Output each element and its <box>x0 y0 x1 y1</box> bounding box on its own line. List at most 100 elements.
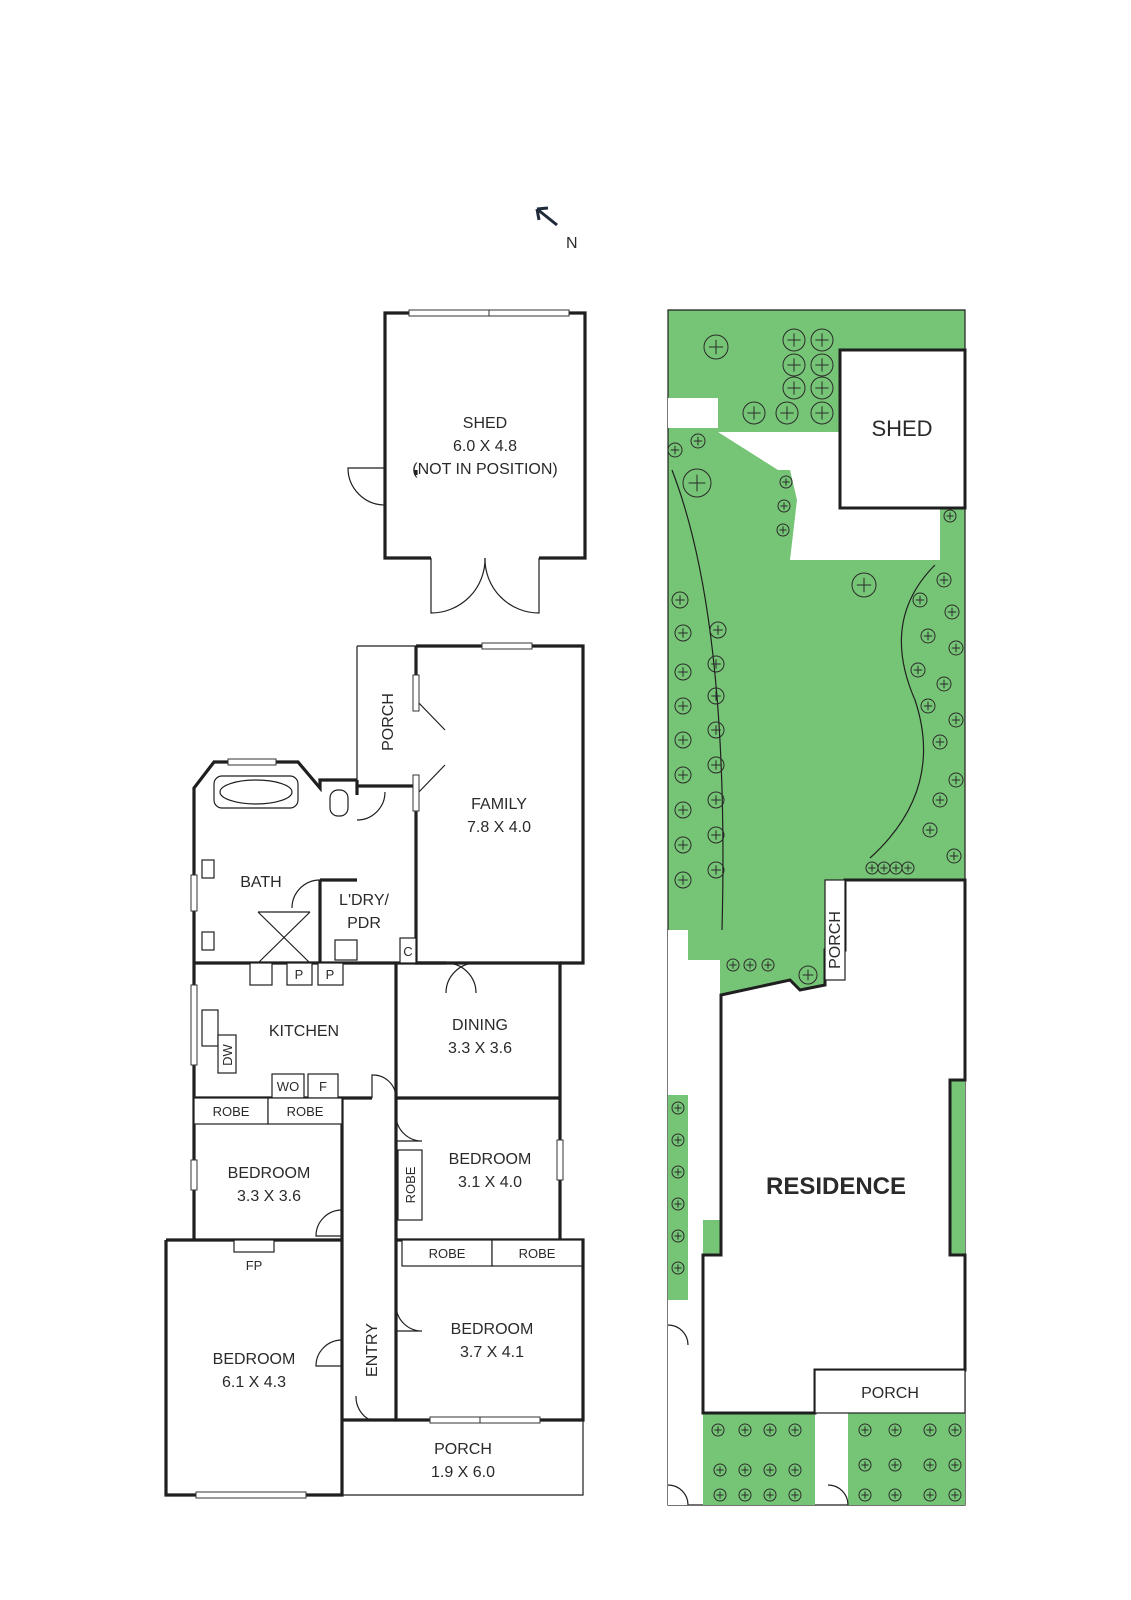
tree-icon <box>703 334 729 360</box>
tree-icon <box>674 1136 682 1144</box>
tree-icon <box>868 864 876 872</box>
tree-icon <box>671 1165 685 1179</box>
tree-icon <box>674 663 692 681</box>
tree-icon <box>674 1200 682 1208</box>
tree-icon <box>674 1168 682 1176</box>
tree-icon <box>674 1232 682 1240</box>
tree-icon <box>674 1104 682 1112</box>
robe-label: ROBE <box>287 1104 324 1119</box>
tree-icon <box>788 1423 802 1437</box>
tree-icon <box>810 328 834 352</box>
tree-icon <box>693 436 703 446</box>
tree-icon <box>861 1461 869 1469</box>
tree-icon <box>729 961 737 969</box>
laundry-name-line2: PDR <box>347 915 381 932</box>
dining-dims: 3.3 X 3.6 <box>448 1040 512 1057</box>
tree-icon <box>782 353 806 377</box>
dining-name: DINING <box>452 1017 508 1034</box>
garden-strip <box>720 950 825 995</box>
tree-icon <box>711 691 721 701</box>
tree-icon <box>743 958 757 972</box>
fixture-labels: P P C DW WO F ROBE ROBE ROBE ROBE ROBE F… <box>193 937 583 1273</box>
bedroom-c-name: BEDROOM <box>451 1321 534 1338</box>
kitchen-name: KITCHEN <box>269 1023 339 1040</box>
tree-icon <box>671 1133 685 1147</box>
wall-oven-label: WO <box>277 1079 299 1094</box>
tree-icon <box>682 468 712 498</box>
tree-icon <box>810 353 834 377</box>
site-front-porch-label: PORCH <box>861 1385 919 1402</box>
tree-icon <box>674 836 692 854</box>
tree-icon <box>746 961 754 969</box>
tree-icon <box>671 591 689 609</box>
fireplace-label: FP <box>246 1258 263 1273</box>
shed-name: SHED <box>463 415 507 432</box>
tree-icon <box>674 731 692 749</box>
tree-icon <box>788 1488 802 1502</box>
tree-icon <box>923 701 933 711</box>
tree-icon <box>915 595 925 605</box>
tree-icon <box>671 1229 685 1243</box>
tree-icon <box>851 572 877 598</box>
tree-icon <box>939 679 949 689</box>
tree-icon <box>815 381 829 395</box>
tree-icon <box>674 624 692 642</box>
tree-icon <box>671 1261 685 1275</box>
laundry-name: L'DRY/ <box>339 892 389 909</box>
tree-icon <box>791 1466 799 1474</box>
tree-icon <box>951 643 961 653</box>
tree-icon <box>708 339 724 355</box>
site-trees <box>667 328 964 1502</box>
tree-icon <box>948 640 964 656</box>
tree-icon <box>674 801 692 819</box>
pantry-label: P <box>326 967 335 982</box>
tree-icon <box>946 512 954 520</box>
tree-icon <box>948 1488 962 1502</box>
tree-icon <box>923 1458 937 1472</box>
tree-icon <box>777 499 791 513</box>
family-dims: 7.8 X 4.0 <box>467 819 531 836</box>
tree-icon <box>716 1491 724 1499</box>
tree-icon <box>932 734 948 750</box>
front-porch-dims: 1.9 X 6.0 <box>431 1464 495 1481</box>
tree-icon <box>674 697 692 715</box>
tree-icon <box>922 822 938 838</box>
tree-icon <box>892 864 900 872</box>
cupboard-label: C <box>403 944 412 959</box>
garden-strip <box>703 1413 815 1505</box>
tree-icon <box>904 864 912 872</box>
room-labels: SHED 6.0 X 4.8 (NOT IN POSITION) PORCH F… <box>213 415 558 1481</box>
tree-icon <box>926 1426 934 1434</box>
tree-icon <box>858 1488 872 1502</box>
bedroom-b-dims: 3.1 X 4.0 <box>458 1174 522 1191</box>
tree-icon <box>815 358 829 372</box>
tree-icon <box>671 1101 685 1115</box>
tree-icon <box>707 687 725 705</box>
tree-icon <box>787 381 801 395</box>
tree-icon <box>738 1463 752 1477</box>
tree-icon <box>815 333 829 347</box>
tree-icon <box>714 1426 722 1434</box>
site-shed-label: SHED <box>871 416 932 441</box>
fixtures <box>201 775 358 1047</box>
family-name: FAMILY <box>471 796 527 813</box>
tree-icon <box>713 1488 727 1502</box>
tree-icon <box>925 825 935 835</box>
tree-icon <box>707 655 725 673</box>
tree-icon <box>671 1197 685 1211</box>
tree-icon <box>707 861 725 879</box>
site-side-porch-label: PORCH <box>827 911 844 969</box>
tree-icon <box>674 871 692 889</box>
tree-icon <box>766 1491 774 1499</box>
site-plan: SHED RESIDENCE PORCH PORCH <box>667 309 967 1506</box>
tree-icon <box>880 864 888 872</box>
site-shed <box>838 348 967 510</box>
tree-icon <box>678 667 688 677</box>
tree-icon <box>951 1461 959 1469</box>
tree-icon <box>948 712 964 728</box>
tree-icon <box>707 791 725 809</box>
tree-icon <box>782 328 806 352</box>
side-porch-name: PORCH <box>380 693 397 751</box>
tree-icon <box>920 628 936 644</box>
